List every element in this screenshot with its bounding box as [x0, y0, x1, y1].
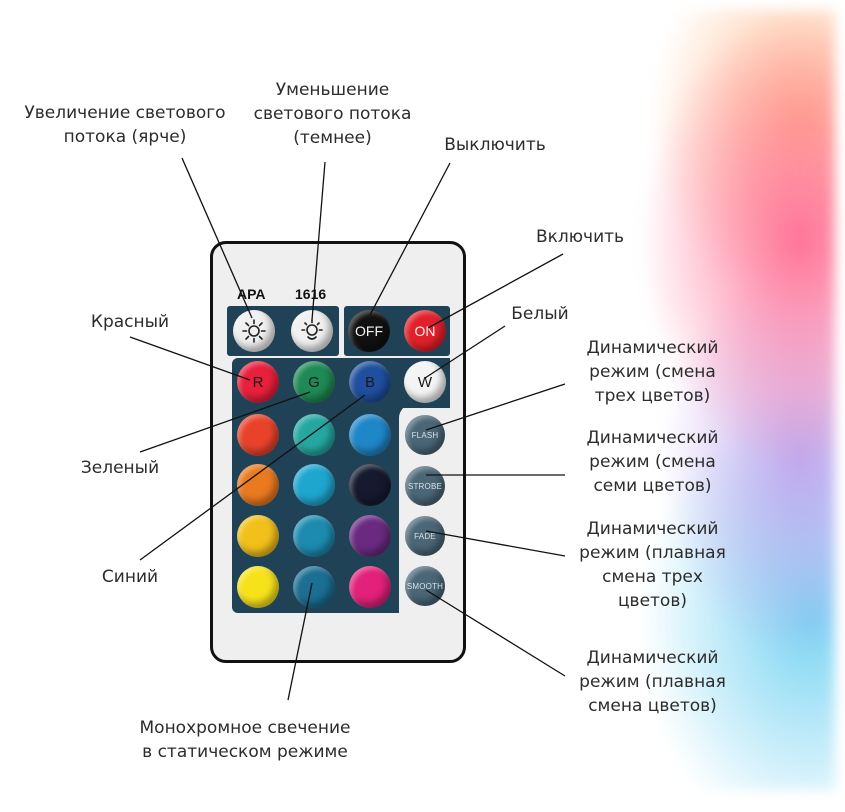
leader-white: [424, 325, 506, 379]
color-button[interactable]: [237, 414, 279, 456]
blue-button[interactable]: B: [349, 361, 391, 403]
color-button[interactable]: [293, 515, 335, 557]
label-white: Белый: [511, 304, 569, 324]
leader-on: [427, 253, 564, 329]
leader-brighter: [181, 157, 253, 319]
sun-bright-icon: [242, 319, 266, 343]
off-button[interactable]: OFF: [348, 310, 390, 352]
white-button-label: W: [417, 373, 433, 391]
on-button[interactable]: ON: [404, 310, 446, 352]
color-button[interactable]: [293, 414, 335, 456]
brightness-up-button[interactable]: [233, 310, 275, 352]
fade-button[interactable]: FADE: [405, 516, 445, 556]
rainbow-glow-background: [470, 10, 835, 790]
off-button-label: OFF: [355, 323, 383, 339]
red-button[interactable]: R: [237, 361, 279, 403]
flash-button[interactable]: FLASH: [405, 415, 445, 455]
color-button[interactable]: [293, 464, 335, 506]
leader-blue: [139, 394, 366, 561]
label-strobe: Динамический режим (смена семи цветов): [586, 428, 719, 496]
remote-model: 1616: [295, 286, 327, 302]
green-button-label: G: [308, 373, 320, 391]
color-button[interactable]: [349, 566, 391, 608]
leader-green: [139, 391, 311, 453]
label-on: Включить: [535, 227, 625, 247]
color-button[interactable]: [237, 515, 279, 557]
remote-control: APA 1616 OFF: [210, 241, 466, 663]
label-green: Зеленый: [80, 458, 160, 478]
color-button[interactable]: [237, 566, 279, 608]
green-button[interactable]: G: [293, 361, 335, 403]
label-dimmer: Уменьшение светового потока (темнее): [253, 80, 412, 148]
sun-dim-icon: [301, 319, 323, 340]
strobe-button[interactable]: STROBE: [405, 466, 445, 506]
blue-button-label: B: [364, 373, 375, 391]
color-button[interactable]: [349, 464, 391, 506]
label-flash: Динамический режим (смена трех цветов): [586, 338, 719, 406]
label-brighter: Увеличение светового потока (ярче): [24, 103, 226, 147]
label-mono: Монохромное свечение в статическом режим…: [139, 718, 351, 762]
flash-button-label: FLASH: [411, 430, 439, 440]
label-smooth: Динамический режим (плавная смена цветов…: [579, 648, 726, 716]
smooth-button[interactable]: SMOOTH: [405, 566, 445, 606]
leader-dimmer: [311, 161, 326, 321]
smooth-button-label: SMOOTH: [406, 581, 444, 591]
red-button-label: R: [252, 373, 264, 391]
leader-flash: [425, 383, 566, 431]
label-blue: Синий: [101, 567, 159, 587]
fade-button-label: FADE: [414, 531, 436, 541]
color-button[interactable]: [237, 464, 279, 506]
color-button[interactable]: [293, 566, 335, 608]
leader-red: [129, 336, 251, 381]
white-button[interactable]: W: [404, 361, 446, 403]
leader-mono: [287, 582, 313, 701]
remote-brand: APA: [237, 286, 266, 302]
color-button[interactable]: [349, 414, 391, 456]
label-off: Выключить: [444, 135, 546, 155]
label-red: Красный: [90, 312, 170, 332]
leader-smooth: [425, 589, 566, 677]
color-button[interactable]: [349, 515, 391, 557]
leader-off: [369, 162, 451, 316]
leader-fade: [425, 530, 566, 557]
label-fade: Динамический режим (плавная смена трех ц…: [579, 519, 726, 611]
strobe-button-label: STROBE: [407, 481, 443, 491]
